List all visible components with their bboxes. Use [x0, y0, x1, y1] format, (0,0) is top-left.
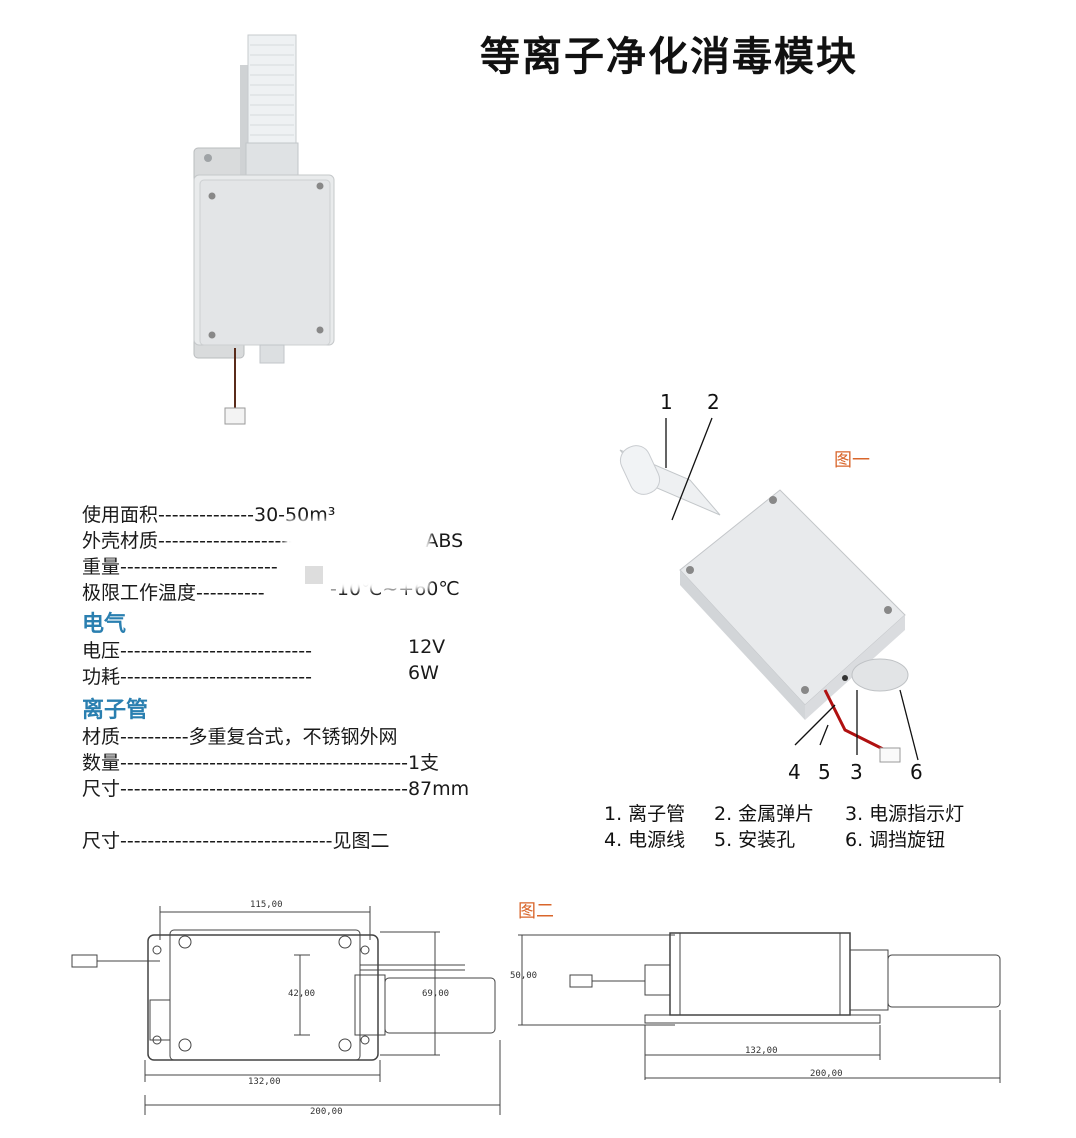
spec-weight: 重量-----------------------: [82, 556, 278, 578]
redaction-mark: [305, 566, 323, 584]
legend-4: 4. 电源线: [604, 829, 686, 851]
top-view-drawing: [71, 906, 501, 1115]
spec-tube-material: 材质----------多重复合式，不锈钢外网: [82, 726, 398, 748]
spec-area: 使用面积--------------30-50m³: [82, 504, 336, 526]
figure-1-tag: 图一: [834, 450, 870, 471]
callout-5: 5: [818, 760, 831, 784]
spec-tube-size: 尺寸--------------------------------------…: [82, 778, 470, 800]
dim-total-width: 200,00: [310, 1107, 343, 1117]
figure-1-drawing: [619, 417, 919, 763]
callout-3: 3: [850, 760, 863, 784]
spec-voltage-value: 12V: [408, 636, 446, 658]
section-electric: 电气: [82, 612, 127, 637]
dim-outer-height: 69,00: [422, 989, 450, 999]
dim-inner-height: 42,00: [288, 989, 316, 999]
side-view-drawing: [518, 932, 1001, 1083]
legend-2: 2. 金属弹片: [714, 803, 815, 825]
callout-1: 1: [660, 390, 673, 414]
legend-5: 5. 安装孔: [714, 829, 796, 851]
dim-side-height: 50,00: [510, 971, 538, 981]
legend-3: 3. 电源指示灯: [845, 803, 965, 825]
callout-4: 4: [788, 760, 801, 784]
callout-6: 6: [910, 760, 923, 784]
spec-temp: 极限工作温度----------: [82, 582, 265, 604]
section-tube: 离子管: [82, 698, 149, 723]
figure-2-tag: 图二: [518, 901, 554, 922]
spec-tube-count: 数量--------------------------------------…: [82, 752, 440, 774]
dim-top-width: 115,00: [250, 900, 283, 910]
dim-mid-width: 132,00: [248, 1077, 281, 1087]
spec-voltage: 电压----------------------------: [82, 640, 312, 662]
legend-1: 1. 离子管: [604, 803, 686, 825]
legend-6: 6. 调挡旋钮: [845, 829, 946, 851]
page-title: 等离子净化消毒模块: [480, 34, 858, 80]
spec-power-value: 6W: [408, 662, 439, 684]
spec-size-ref: 尺寸-------------------------------见图二: [82, 830, 390, 852]
callout-2: 2: [707, 390, 720, 414]
spec-power: 功耗----------------------------: [82, 666, 312, 688]
dim-side-mid-width: 132,00: [745, 1046, 778, 1056]
product-photo: [193, 34, 335, 425]
dim-side-total-width: 200,00: [810, 1069, 843, 1079]
